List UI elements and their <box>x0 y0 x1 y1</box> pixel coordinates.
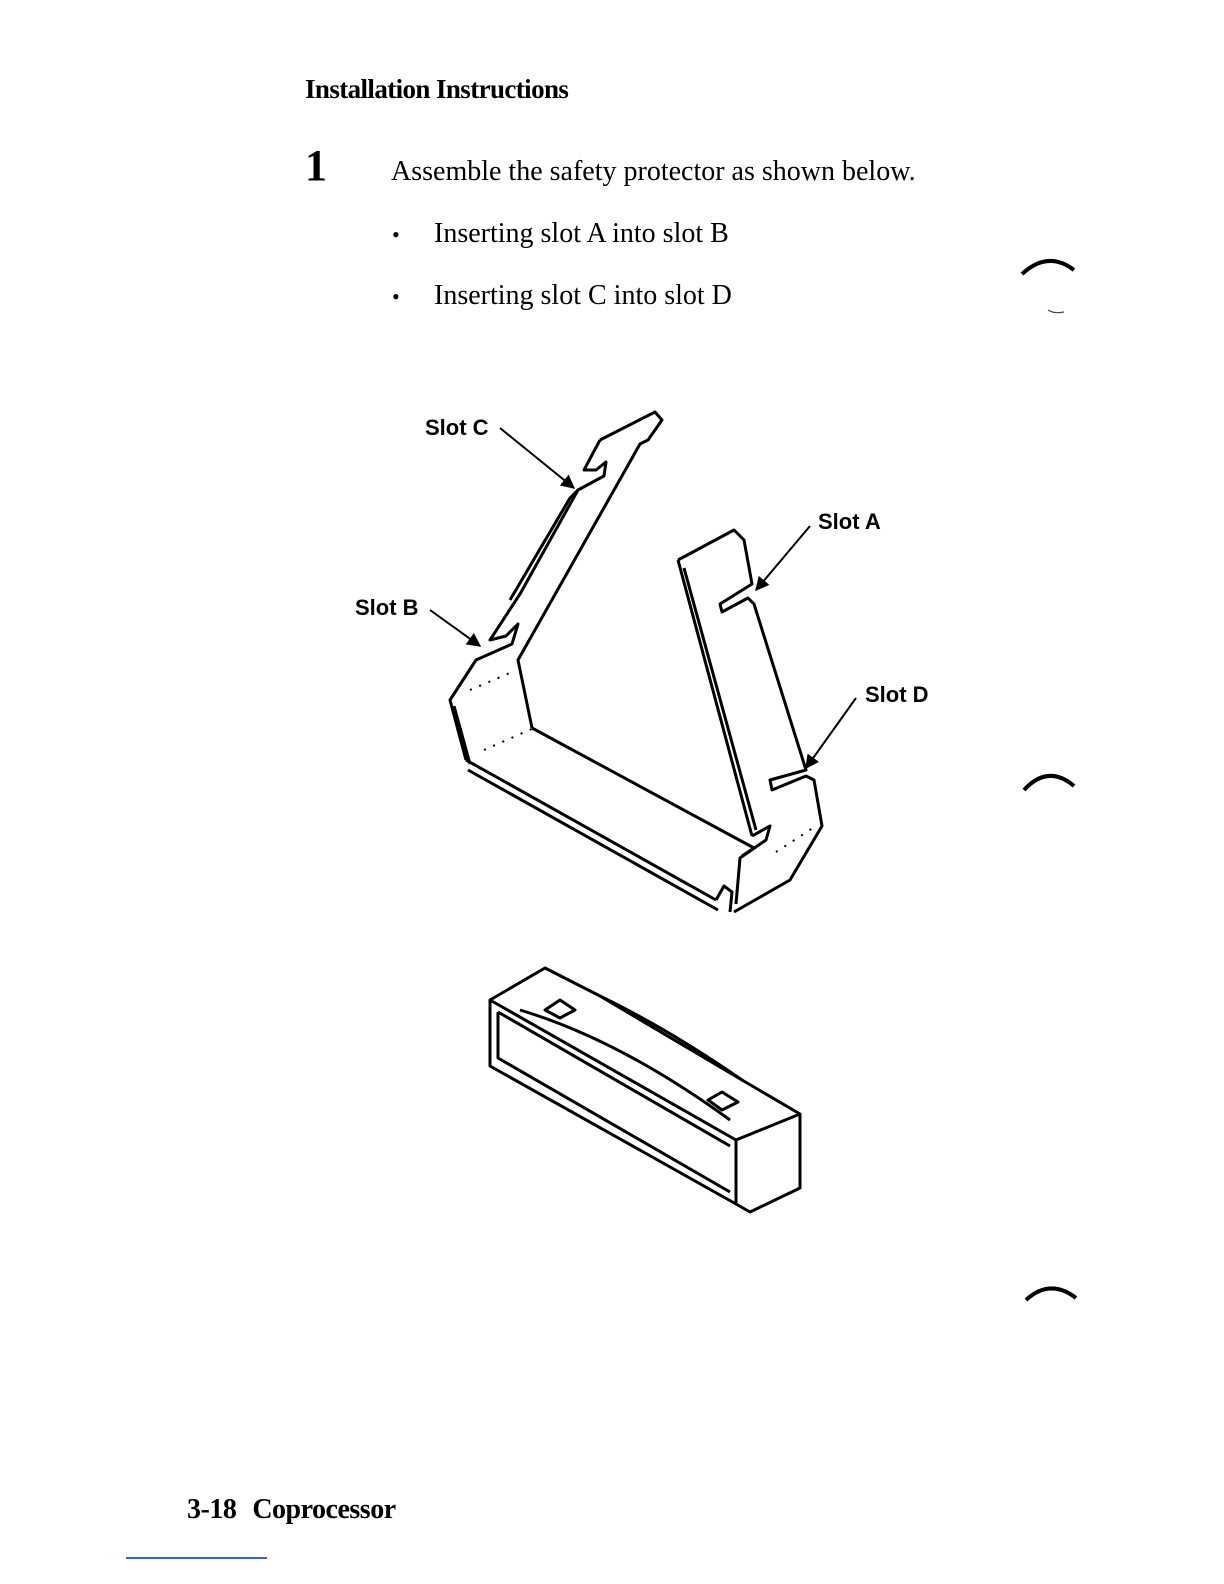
page-footer: 3-18 Coprocessor <box>187 1494 396 1526</box>
section-name: Coprocessor <box>252 1494 395 1525</box>
bottom-rule <box>126 1557 267 1559</box>
label-slot-b: Slot B <box>355 595 419 620</box>
safety-protector-diagram: Slot C Slot B Slot A Slot D <box>0 0 1224 1300</box>
label-slot-d: Slot D <box>865 682 929 707</box>
label-slot-c: Slot C <box>425 415 489 440</box>
label-slot-a: Slot A <box>818 509 881 534</box>
page-number: 3-18 <box>187 1494 236 1525</box>
